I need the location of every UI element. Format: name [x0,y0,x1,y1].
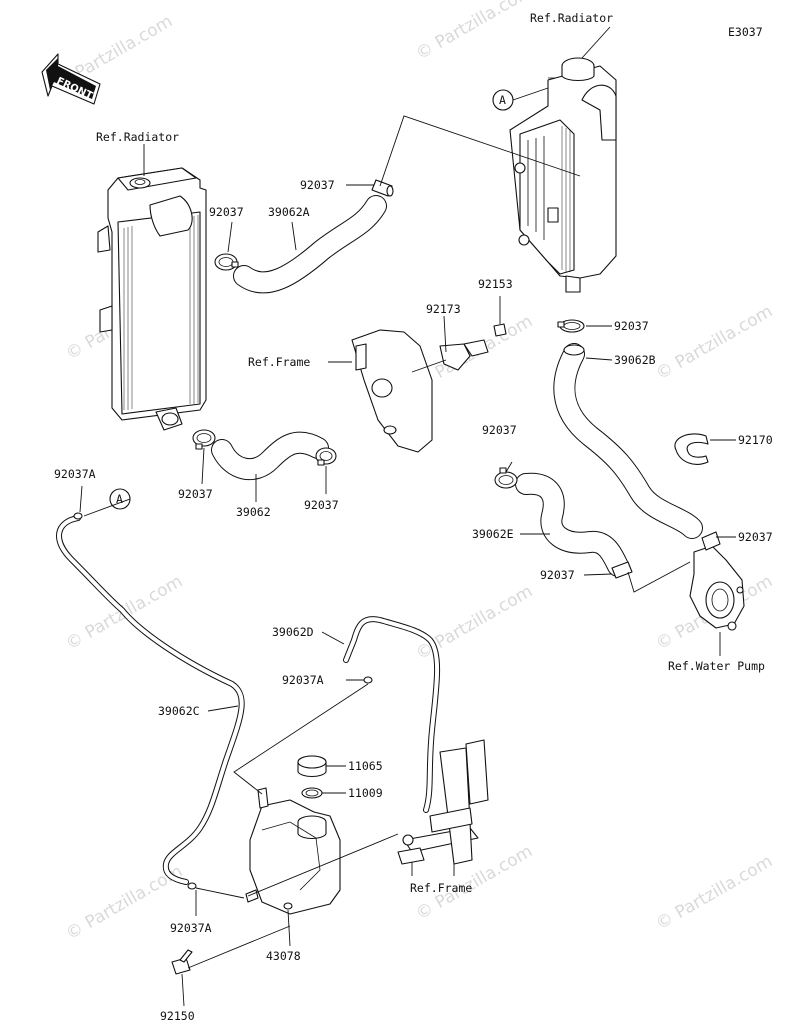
clip-92170 [674,433,709,465]
label-92170: 92170 [738,433,773,447]
clamp-92037A-mid [363,676,373,684]
fitting-92037-pump-left [611,561,633,579]
label-11009: 11009 [348,786,383,800]
label-39062E: 39062E [472,527,514,541]
watermark: © Partzilla.com [413,0,537,64]
hose-39062D [343,616,441,813]
label-39062: 39062 [236,505,271,519]
label-ref-radiator-left: Ref.Radiator [96,130,179,144]
label-92037: 92037 [300,178,335,192]
label-92037: 92037 [738,530,773,544]
diagram-code: E3037 [728,25,763,39]
right-radiator [509,57,617,293]
watermark: © Partzilla.com [653,301,777,384]
callout-letter: A [499,93,506,107]
gasket-11009 [301,787,323,799]
label-92037: 92037 [540,568,575,582]
hose-39062E [515,472,629,577]
hose-39062 [211,431,329,480]
clamp-92037-right-mid [557,319,585,333]
label-11065: 11065 [348,759,383,773]
fitting-92037-top [371,179,394,197]
label-43078: 43078 [266,949,301,963]
bolt-92150 [171,949,193,975]
label-ref-radiator-right: Ref.Radiator [530,11,613,25]
left-radiator [97,167,207,431]
clamp-92037-bottom-right [315,447,337,466]
label-39062B: 39062B [614,353,656,367]
label-92037: 92037 [614,319,649,333]
clamp-92037-upper-left [214,253,239,271]
label-39062A: 39062A [268,205,310,219]
label-92173: 92173 [426,302,461,316]
label-92037A: 92037A [170,921,212,935]
callout-a-lower: A [109,488,131,510]
hose-39062B [553,343,703,539]
clamp-92037-bottom-left [192,429,216,450]
label-92037: 92037 [304,498,339,512]
callout-a-upper: A [492,89,514,111]
label-92037: 92037 [209,205,244,219]
hose-39062C [56,515,245,885]
label-92037: 92037 [178,487,213,501]
label-92153: 92153 [478,277,513,291]
part-labels: Ref.Radiator Ref.Radiator 92037 92037 39… [54,11,773,1023]
frame-upper [351,323,507,453]
water-pump [689,531,745,631]
right-radiator-fins [561,126,571,272]
leader-lines [79,26,736,1007]
label-92037A: 92037A [54,467,96,481]
label-92150: 92150 [160,1009,195,1023]
left-radiator-fins [123,215,199,410]
hose-39062A [233,195,387,294]
label-92037A: 92037A [282,673,324,687]
label-92037: 92037 [482,423,517,437]
clamp-92037A-top [73,512,83,520]
label-ref-water-pump: Ref.Water Pump [668,659,765,673]
watermark: © Partzilla.com [413,581,537,664]
label-39062D: 39062D [272,625,314,639]
label-ref-frame-upper: Ref.Frame [248,355,310,369]
frame-lower [397,739,489,865]
callout-letter: A [116,492,123,506]
reservoir-tank-43078 [245,787,341,915]
clamp-92037-mid [494,467,518,489]
cap-11065 [297,755,327,778]
label-ref-frame-lower: Ref.Frame [410,881,472,895]
label-39062C: 39062C [158,704,200,718]
clamp-92037A-bottom [187,882,197,890]
watermark: © Partzilla.com [653,851,777,934]
